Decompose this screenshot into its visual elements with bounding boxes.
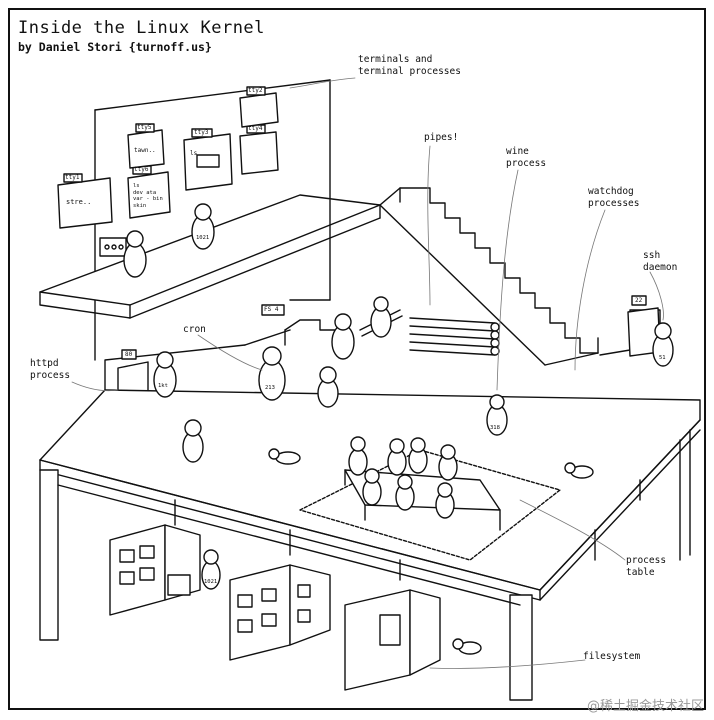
label-watchdog-processes: watchdog processes	[588, 186, 640, 209]
sign-tty5: tty5	[137, 124, 152, 131]
dogs	[268, 448, 594, 655]
sign-tty2: tty2	[248, 87, 263, 94]
sign-tty1: tty1	[65, 174, 80, 181]
badge-httpd: 1kt	[158, 383, 168, 389]
penguins	[123, 203, 674, 590]
label-ssh-daemon: ssh daemon	[643, 250, 678, 273]
columns	[39, 429, 691, 701]
terminal-screens	[57, 86, 279, 229]
label-httpd-process: httpd process	[30, 358, 71, 381]
label-filesystem: filesystem	[583, 651, 641, 662]
watermark: @稀土掘金技术社区	[586, 699, 704, 714]
sign-fs: FS 4	[264, 306, 279, 313]
label-wine-process: wine process	[506, 146, 547, 169]
badge-fs-worker: 1021	[204, 579, 218, 585]
badge-cron: 213	[265, 385, 275, 391]
label-pipes: pipes!	[424, 132, 459, 143]
sign-port-22: 22	[635, 297, 643, 304]
doors	[117, 295, 661, 407]
comic-title: Inside the Linux Kernel	[18, 18, 265, 38]
badge-wine: 318	[490, 425, 500, 431]
filing-cabinets	[109, 524, 441, 691]
staircase	[379, 187, 599, 366]
sign-tty3: tty3	[194, 129, 209, 136]
sign-port-80: 80	[125, 351, 133, 358]
sign-tty6: tty6	[134, 166, 149, 173]
sign-tty4: tty4	[248, 125, 263, 132]
badge-tty-worker: 1021	[196, 235, 210, 241]
process-table-area	[299, 449, 561, 561]
badge-ssh: 51	[659, 355, 666, 361]
comic-byline: by Daniel Stori {turnoff.us}	[18, 40, 212, 54]
label-process-table: process table	[626, 555, 667, 578]
screen-tty3-text: ls	[190, 150, 198, 157]
keyboard-panel	[99, 237, 127, 257]
screen-tty6-text: ls dev ata var - bin skin	[133, 183, 163, 209]
callout-lines	[71, 77, 664, 669]
screen-tty1-text: stre..	[66, 198, 92, 206]
label-cron: cron	[183, 324, 206, 335]
screen-tty5-text: tawn..	[134, 147, 156, 154]
label-terminals: terminals and terminal processes	[358, 54, 461, 77]
